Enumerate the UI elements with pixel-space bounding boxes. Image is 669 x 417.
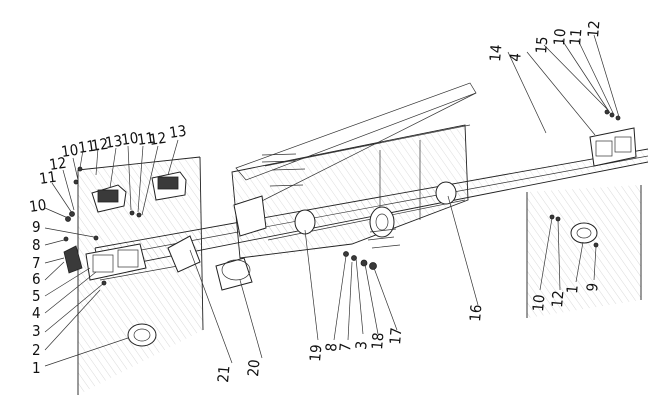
callout: 18 [368, 332, 387, 351]
right-mudflap-panel [526, 185, 642, 318]
callout: 9 [583, 282, 602, 292]
callout: 10 [550, 28, 569, 47]
callout: 4 [32, 304, 41, 322]
callouts-right-bottom: 10 12 1 9 [529, 282, 602, 312]
callout: 12 [148, 129, 168, 149]
callout: 10 [120, 129, 140, 149]
callout: 9 [32, 218, 41, 236]
callout: 20 [244, 359, 263, 378]
callout: 12 [90, 135, 110, 155]
callout: 8 [32, 236, 41, 254]
leader-lines [44, 34, 620, 367]
left-round-reflector [127, 323, 157, 347]
central-frame [231, 82, 477, 259]
callout: 11 [77, 137, 97, 157]
fasteners-left [63, 166, 142, 286]
callouts-bottom: 21 20 19 8 7 3 18 17 16 [214, 304, 485, 384]
right-round-reflector [570, 222, 598, 244]
callout: 12 [548, 290, 567, 309]
left-small-lamp [63, 245, 83, 274]
left-reflector-bracket-2 [151, 171, 187, 201]
left-reflector-bracket-1 [91, 184, 127, 213]
left-tail-lamp [85, 243, 147, 281]
callout: 2 [32, 341, 41, 359]
side-marker-lamp [435, 181, 457, 205]
rear-fog-lamp [215, 257, 253, 291]
callout: 7 [336, 342, 355, 352]
callout: 13 [104, 132, 124, 152]
callout: 3 [352, 340, 371, 350]
callout: 3 [32, 322, 41, 340]
callout: 10 [28, 196, 48, 216]
callout: 19 [306, 344, 325, 363]
callouts-right-top: 14 4 15 10 11 12 [486, 20, 603, 63]
callouts-left-column: 10 11 12 13 13 10 11 12 12 11 10 9 8 7 6… [28, 122, 188, 377]
callout: 12 [584, 20, 603, 39]
callout: 4 [506, 52, 525, 62]
fasteners-center [343, 251, 377, 270]
callout: 10 [60, 141, 80, 161]
direction-marks [261, 153, 401, 249]
callout: 1 [32, 359, 41, 377]
callout: 12 [48, 154, 68, 174]
callout: 15 [532, 36, 551, 55]
callout: 1 [563, 284, 582, 294]
callout: 8 [322, 342, 341, 352]
callout: 7 [32, 254, 41, 272]
callout: 5 [32, 287, 41, 305]
callout: 17 [386, 327, 405, 346]
callout: 14 [486, 44, 505, 63]
right-tail-lamp [589, 127, 637, 167]
callout: 6 [32, 270, 41, 288]
callout: 10 [529, 294, 548, 313]
licence-plate-lamp [167, 235, 201, 273]
callout: 11 [38, 168, 58, 188]
reversing-lamp [294, 209, 316, 235]
callout: 13 [168, 122, 188, 142]
callout: 21 [214, 365, 233, 384]
callout: 11 [566, 28, 585, 47]
callout: 16 [466, 304, 485, 323]
callout: 11 [136, 129, 156, 149]
